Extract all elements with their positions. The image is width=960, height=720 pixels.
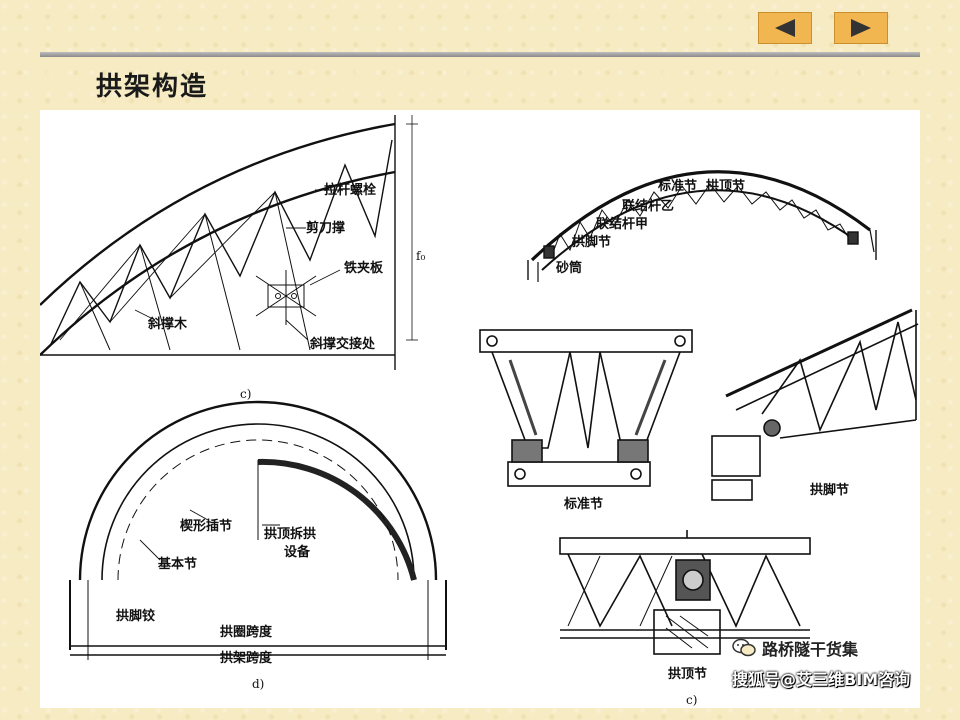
label-foot-hinge: 拱脚铰 bbox=[116, 608, 155, 624]
caption-foot-section: 拱脚节 bbox=[810, 482, 849, 498]
wechat-icon bbox=[732, 638, 756, 657]
label-foot-section: 拱脚节 bbox=[572, 234, 611, 250]
label-diagonal-timber: 斜撑木 bbox=[147, 316, 188, 332]
page-title: 拱架构造 bbox=[96, 72, 209, 102]
label-sand-cylinder: 砂筒 bbox=[555, 260, 582, 276]
label-equipment: 设备 bbox=[284, 544, 311, 560]
truss-half-arch-figure bbox=[40, 115, 418, 370]
watermark-channel: 路桥隧干货集 bbox=[762, 640, 859, 659]
arrow-right-icon bbox=[851, 19, 871, 37]
caption-c-right: c) bbox=[686, 693, 697, 707]
caption-crown-section: 拱顶节 bbox=[668, 666, 707, 682]
label-wedge-insert: 楔形插节 bbox=[180, 518, 232, 534]
title-divider bbox=[40, 52, 920, 57]
label-scissor-brace: 剪刀撑 bbox=[306, 220, 345, 236]
watermark-source: 搜狐号@艾三维BIM咨询 bbox=[732, 670, 911, 689]
caption-c-left: c) bbox=[240, 387, 251, 401]
label-arch-frame-span: 拱架跨度 bbox=[220, 650, 273, 666]
previous-slide-button[interactable] bbox=[758, 12, 812, 44]
arch-frame-elevation-figure bbox=[527, 170, 877, 282]
arch-frame-diagram: 拉杆螺栓 剪刀撑 铁夹板 斜撑木 斜撑交接处 f₀ c) 标准节 拱顶节 联结杆… bbox=[40, 115, 919, 707]
next-slide-button[interactable] bbox=[834, 12, 888, 44]
label-standard-section: 标准节 bbox=[657, 178, 697, 194]
label-tie-bolt: 拉杆螺栓 bbox=[324, 182, 376, 198]
arrow-left-icon bbox=[775, 19, 795, 37]
label-crown-release: 拱顶拆拱 bbox=[264, 526, 316, 542]
semicircle-arch-figure bbox=[69, 400, 447, 660]
label-rise: f₀ bbox=[416, 249, 425, 263]
label-crown-section: 拱顶节 bbox=[706, 178, 745, 194]
caption-d: d) bbox=[252, 677, 264, 691]
label-arch-ring-span: 拱圈跨度 bbox=[220, 624, 273, 640]
arch-foot-section-figure bbox=[711, 308, 919, 501]
label-link-bar-a: 联结杆甲 bbox=[596, 216, 648, 232]
standard-section-figure bbox=[479, 329, 693, 487]
label-iron-clamp: 铁夹板 bbox=[343, 260, 384, 276]
label-basic-section: 基本节 bbox=[157, 556, 197, 572]
label-brace-junction: 斜撑交接处 bbox=[309, 336, 376, 352]
figure-panel: 拉杆螺栓 剪刀撑 铁夹板 斜撑木 斜撑交接处 f₀ c) 标准节 拱顶节 联结杆… bbox=[40, 110, 920, 708]
label-link-bar-b: 联结杆乙 bbox=[622, 198, 674, 214]
crown-section-figure bbox=[559, 530, 811, 655]
caption-standard-section: 标准节 bbox=[563, 496, 603, 512]
watermark: 路桥隧干货集 搜狐号@艾三维BIM咨询 bbox=[732, 636, 942, 690]
